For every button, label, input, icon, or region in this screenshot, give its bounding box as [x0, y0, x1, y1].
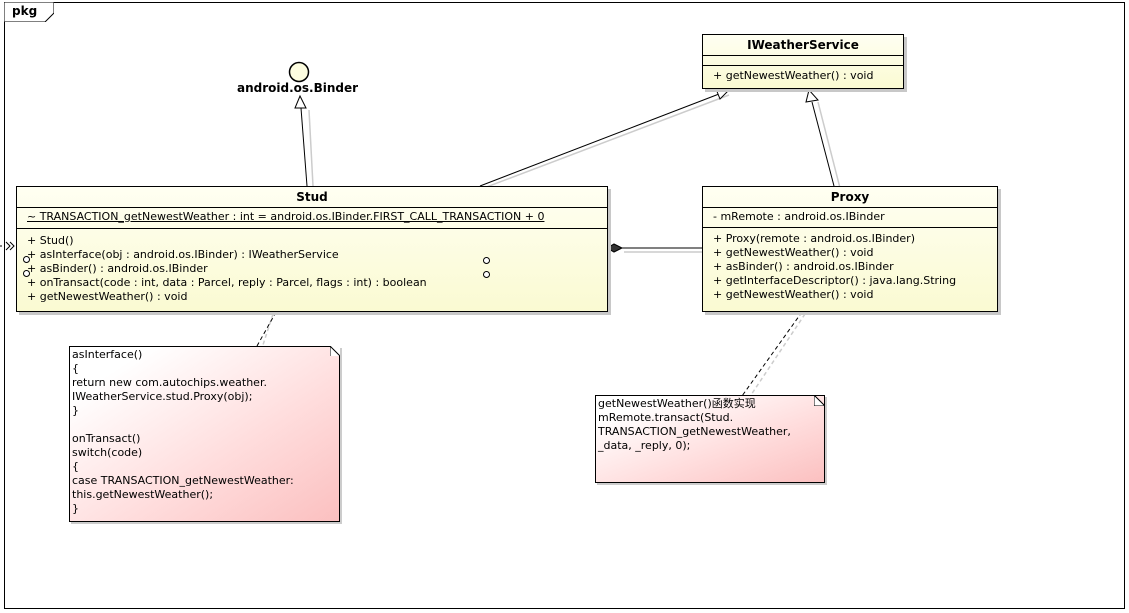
- note-line: onTransact(): [72, 432, 141, 445]
- binder-interface-label: android.os.Binder: [237, 81, 359, 95]
- method-row: + getNewestWeather() : void: [713, 246, 874, 259]
- port-icon: [23, 270, 30, 277]
- method-row: + getNewestWeather() : void: [713, 69, 874, 82]
- attribute-section: ~ TRANSACTION_getNewestWeather : int = a…: [17, 208, 607, 229]
- method-section: + Stud() + asInterface(obj : android.os.…: [17, 229, 607, 306]
- port-icon: [23, 256, 30, 263]
- note-line: getNewestWeather()函数实现: [598, 397, 756, 410]
- left-edge-arrow-icon: [5, 241, 15, 251]
- realization-arrowhead-proxy: [805, 88, 819, 103]
- note-line: switch(code): [72, 446, 143, 459]
- binder-interface-circle: [288, 61, 310, 83]
- method-row: + Stud(): [27, 234, 74, 247]
- class-title: IWeatherService: [703, 35, 903, 56]
- method-section: + Proxy(remote : android.os.IBinder) + g…: [703, 228, 997, 304]
- note-line: [72, 418, 337, 432]
- attribute-row: - mRemote : android.os.IBinder: [713, 210, 885, 223]
- note-line: return new com.autochips.weather.: [72, 376, 267, 389]
- method-row: + onTransact(code : int, data : Parcel, …: [27, 276, 427, 289]
- note-line: {: [72, 362, 79, 375]
- realization-line-stud-iweather: [479, 93, 720, 187]
- attribute-section: [703, 56, 903, 66]
- package-label: pkg: [12, 4, 38, 18]
- note-anchor-proxy: [741, 311, 803, 397]
- note-line: TRANSACTION_getNewestWeather,: [598, 425, 791, 438]
- note-line: this.getNewestWeather();: [72, 488, 214, 501]
- method-row: + asBinder() : android.os.IBinder: [27, 262, 208, 275]
- method-section: + getNewestWeather() : void: [703, 66, 903, 85]
- composition-diamond: [605, 243, 624, 253]
- note-line: _data, _reply, 0);: [598, 439, 691, 452]
- class-stud[interactable]: Stud ~ TRANSACTION_getNewestWeather : in…: [16, 186, 608, 312]
- method-row: + asInterface(obj : android.os.IBinder) …: [27, 248, 339, 261]
- note-fold-icon: [814, 395, 825, 406]
- note-line: asInterface(): [72, 348, 143, 361]
- note-fold-icon: [330, 346, 340, 356]
- class-iweatherservice[interactable]: IWeatherService + getNewestWeather() : v…: [702, 34, 904, 89]
- attribute-section: - mRemote : android.os.IBinder: [703, 208, 997, 228]
- note-line: }: [72, 502, 79, 515]
- port-icon: [483, 257, 490, 264]
- generalization-arrowhead: [294, 94, 307, 109]
- attribute-row: ~ TRANSACTION_getNewestWeather : int = a…: [27, 210, 545, 223]
- generalization-line-stud-binder: [300, 107, 308, 187]
- realization-arrowhead-stud: [715, 88, 732, 100]
- realization-line-proxy-iweather: [811, 101, 835, 187]
- note-proxy[interactable]: getNewestWeather()函数实现 mRemote.transact(…: [595, 395, 825, 483]
- method-row: + Proxy(remote : android.os.IBinder): [713, 232, 915, 245]
- method-row: + asBinder() : android.os.IBinder: [713, 260, 894, 273]
- method-row: + getNewestWeather() : void: [713, 288, 874, 301]
- class-proxy[interactable]: Proxy - mRemote : android.os.IBinder + P…: [702, 186, 998, 312]
- port-icon: [483, 271, 490, 278]
- class-title: Stud: [17, 187, 607, 208]
- note-line: IWeatherService.stud.Proxy(obj);: [72, 390, 253, 403]
- note-line: case TRANSACTION_getNewestWeather:: [72, 474, 294, 487]
- class-title: Proxy: [703, 187, 997, 208]
- note-line: mRemote.transact(Stud.: [598, 411, 734, 424]
- package-frame: [4, 2, 1125, 609]
- method-row: + getInterfaceDescriptor() : java.lang.S…: [713, 274, 957, 287]
- method-row: + getNewestWeather() : void: [27, 290, 188, 303]
- note-anchor-stud: [256, 311, 277, 347]
- note-line: }: [72, 404, 79, 417]
- note-stud[interactable]: asInterface() { return new com.autochips…: [69, 346, 340, 522]
- package-tab: [4, 2, 54, 22]
- note-line: {: [72, 460, 79, 473]
